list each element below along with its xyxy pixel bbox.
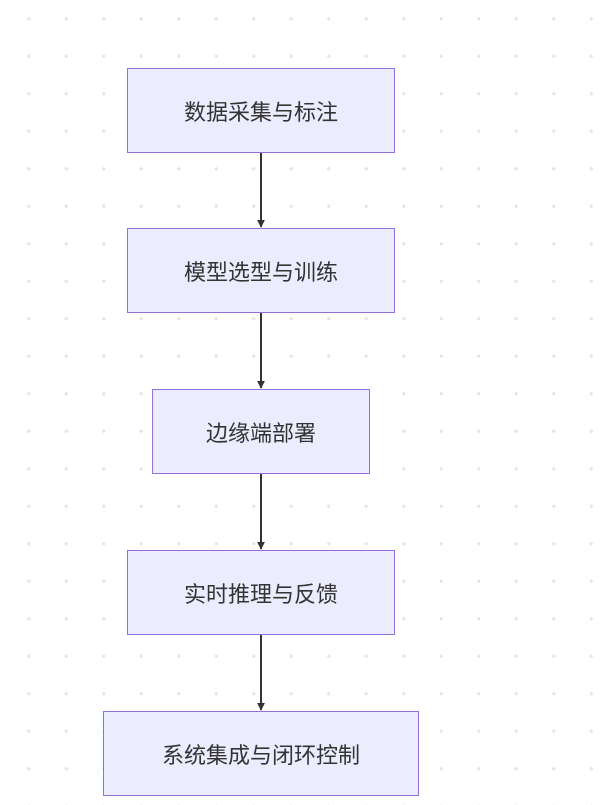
node-label: 模型选型与训练 <box>183 260 338 286</box>
node-edge-deployment[interactable]: 边缘端部署 <box>152 389 370 474</box>
node-label: 实时推理与反馈 <box>183 582 338 608</box>
node-label: 系统集成与闭环控制 <box>161 743 360 769</box>
node-data-collection[interactable]: 数据采集与标注 <box>127 68 395 153</box>
node-realtime-inference[interactable]: 实时推理与反馈 <box>127 550 395 635</box>
node-label: 数据采集与标注 <box>183 100 338 126</box>
node-model-training[interactable]: 模型选型与训练 <box>127 228 395 313</box>
node-system-integration[interactable]: 系统集成与闭环控制 <box>103 711 419 796</box>
node-label: 边缘端部署 <box>205 421 316 447</box>
